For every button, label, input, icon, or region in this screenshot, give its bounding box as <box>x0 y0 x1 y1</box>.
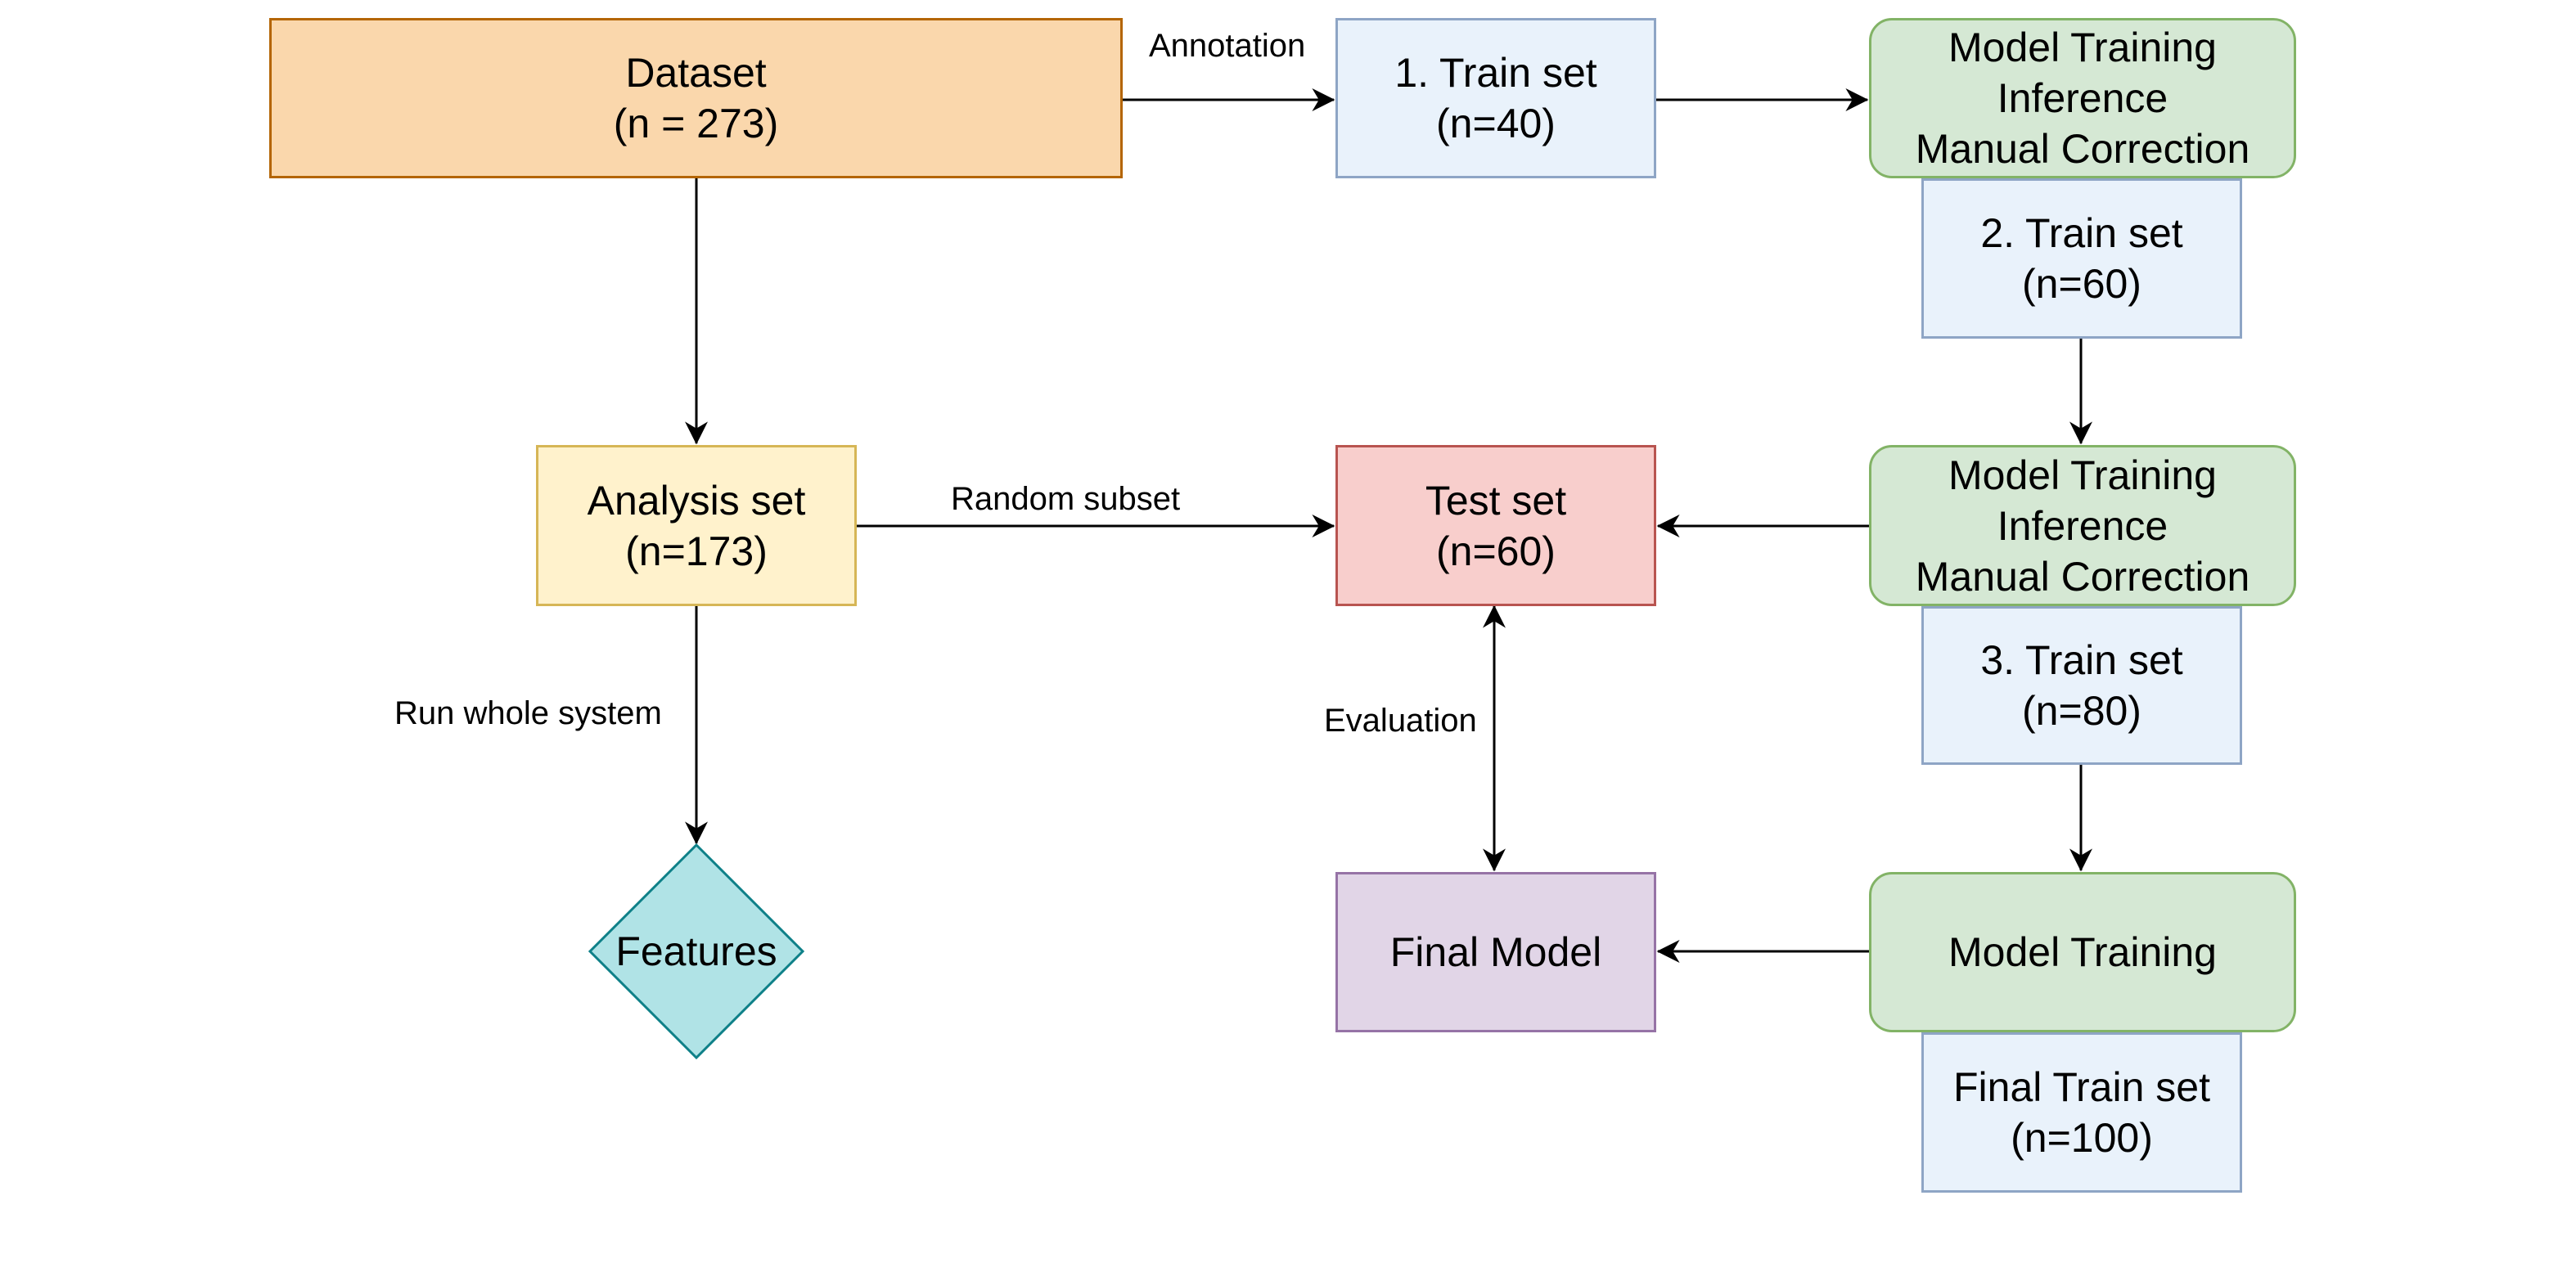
model-training-node-2: Model Training Inference Manual Correcti… <box>1869 445 2296 606</box>
analysis-set-node: Analysis set (n=173) <box>536 445 857 606</box>
train-set-1-label: 1. Train set (n=40) <box>1394 50 1597 146</box>
dataset-node: Dataset (n = 273) <box>269 18 1123 178</box>
final-model-label: Final Model <box>1389 929 1602 975</box>
test-set-label: Test set (n=60) <box>1425 477 1567 574</box>
features-label: Features <box>615 928 777 974</box>
train-set-3-node: 3. Train set (n=80) <box>1921 606 2242 765</box>
model-training-1-label: Model Training Inference Manual Correcti… <box>1915 25 2250 172</box>
final-train-set-node: Final Train set (n=100) <box>1921 1032 2242 1193</box>
final-train-set-label: Final Train set (n=100) <box>1952 1064 2210 1161</box>
analysis-set-label: Analysis set (n=173) <box>587 477 806 574</box>
edge-label-annotation: Annotation <box>1149 28 1306 64</box>
model-training-2-label: Model Training Inference Manual Correcti… <box>1915 452 2250 600</box>
model-training-3-label: Model Training <box>1948 929 2217 975</box>
edge-label-random-subset: Random subset <box>951 481 1181 517</box>
test-set-node: Test set (n=60) <box>1335 445 1656 606</box>
model-training-node-3: Model Training <box>1869 872 2296 1032</box>
train-set-1-node: 1. Train set (n=40) <box>1335 18 1656 178</box>
edge-label-run-whole-system: Run whole system <box>394 695 662 731</box>
train-set-2-node: 2. Train set (n=60) <box>1921 178 2242 339</box>
edge-label-evaluation: Evaluation <box>1324 703 1477 739</box>
features-diamond <box>588 843 805 1060</box>
model-training-node-1: Model Training Inference Manual Correcti… <box>1869 18 2296 178</box>
train-set-3-label: 3. Train set (n=80) <box>1980 637 2183 734</box>
final-model-node: Final Model <box>1335 872 1656 1032</box>
train-set-2-label: 2. Train set (n=60) <box>1980 210 2183 307</box>
dataset-label: Dataset (n = 273) <box>613 50 779 146</box>
